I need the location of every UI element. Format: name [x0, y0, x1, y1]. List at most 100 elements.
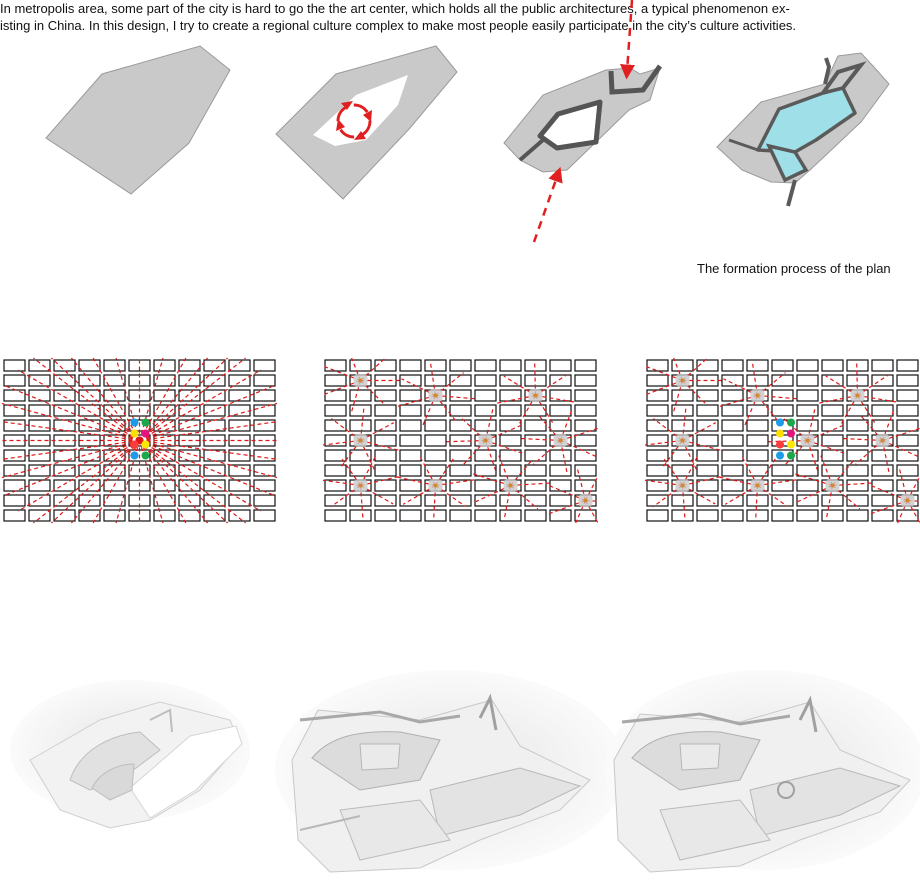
city-block — [846, 449, 869, 462]
access-ray — [485, 424, 522, 442]
access-ray — [139, 357, 209, 441]
city-block — [871, 419, 894, 432]
city-block — [871, 449, 894, 462]
city-block — [399, 374, 422, 387]
access-ray — [724, 484, 758, 505]
city-block — [646, 389, 669, 402]
city-block — [349, 449, 372, 462]
city-block — [846, 419, 869, 432]
city-block — [424, 359, 447, 372]
access-ray — [360, 357, 386, 381]
city-block — [524, 449, 547, 462]
city-block — [771, 479, 794, 492]
city-block — [253, 464, 276, 477]
city-block — [871, 389, 894, 402]
city-block — [178, 509, 201, 522]
access-ray — [652, 485, 683, 508]
access-ray — [50, 440, 140, 524]
city-block — [771, 374, 794, 387]
city-block — [796, 389, 819, 402]
city-block — [846, 359, 869, 372]
city-block — [696, 464, 719, 477]
access-ray — [807, 424, 844, 442]
city-block — [871, 359, 894, 372]
city-block — [896, 389, 919, 402]
city-block — [78, 449, 101, 462]
city-block — [549, 404, 572, 417]
culture-facility-dot — [787, 418, 795, 427]
city-block — [424, 464, 447, 477]
city-block — [53, 374, 76, 387]
access-ray — [559, 409, 573, 441]
access-ray — [825, 375, 858, 397]
city-block — [896, 404, 919, 417]
city-block — [549, 359, 572, 372]
city-block — [153, 494, 176, 507]
city-block — [203, 389, 226, 402]
hub-center — [680, 483, 685, 488]
city-block — [424, 494, 447, 507]
city-block — [549, 374, 572, 387]
city-block — [696, 479, 719, 492]
hub-center — [533, 393, 538, 398]
city-block — [324, 509, 347, 522]
formation-step-axis — [503, 0, 663, 243]
city-block — [721, 419, 744, 432]
access-ray — [644, 479, 683, 487]
city-block — [549, 509, 572, 522]
city-block — [3, 404, 26, 417]
access-ray — [881, 440, 890, 473]
access-ray — [518, 395, 537, 425]
city-block — [474, 494, 497, 507]
city-block — [253, 494, 276, 507]
access-ray — [859, 413, 883, 441]
city-block — [474, 389, 497, 402]
city-block — [153, 374, 176, 387]
city-block — [896, 359, 919, 372]
city-block — [574, 389, 597, 402]
city-block — [374, 389, 397, 402]
city-block — [771, 359, 794, 372]
culture-facility-dot — [130, 418, 139, 427]
city-block — [474, 404, 497, 417]
city-block — [524, 464, 547, 477]
city-block — [474, 359, 497, 372]
city-block — [349, 359, 372, 372]
formation-diagrams — [45, 0, 890, 243]
city-block — [178, 359, 201, 372]
hub-center — [508, 483, 513, 488]
description-text: In metropolis area, some part of the cit… — [0, 0, 918, 34]
city-block — [228, 464, 251, 477]
city-block — [846, 404, 869, 417]
city-block — [228, 374, 251, 387]
city-block — [846, 494, 869, 507]
access-ray — [1, 439, 140, 479]
city-block — [3, 494, 26, 507]
city-block — [646, 419, 669, 432]
city-block — [474, 509, 497, 522]
access-ray — [330, 485, 361, 508]
access-ray — [50, 357, 140, 441]
city-block — [796, 509, 819, 522]
formation-caption: The formation process of the plan — [697, 261, 891, 276]
access-ray — [1, 421, 140, 442]
city-block — [28, 509, 51, 522]
city-block — [324, 419, 347, 432]
access-ray — [661, 440, 683, 469]
city-block — [3, 389, 26, 402]
city-block — [871, 404, 894, 417]
city-block — [796, 494, 819, 507]
access-ray — [857, 374, 889, 396]
city-block — [349, 404, 372, 417]
city-block — [574, 419, 597, 432]
access-ray — [430, 363, 437, 396]
model-render-1 — [10, 680, 250, 829]
culture-facility-dot — [787, 451, 795, 460]
model-render-2 — [275, 670, 625, 873]
city-block — [549, 449, 572, 462]
hub-center — [830, 483, 835, 488]
culture-facility-dot — [776, 429, 784, 438]
access-ray — [139, 440, 229, 524]
culture-facility-dot — [776, 418, 784, 427]
access-ray — [535, 374, 567, 396]
